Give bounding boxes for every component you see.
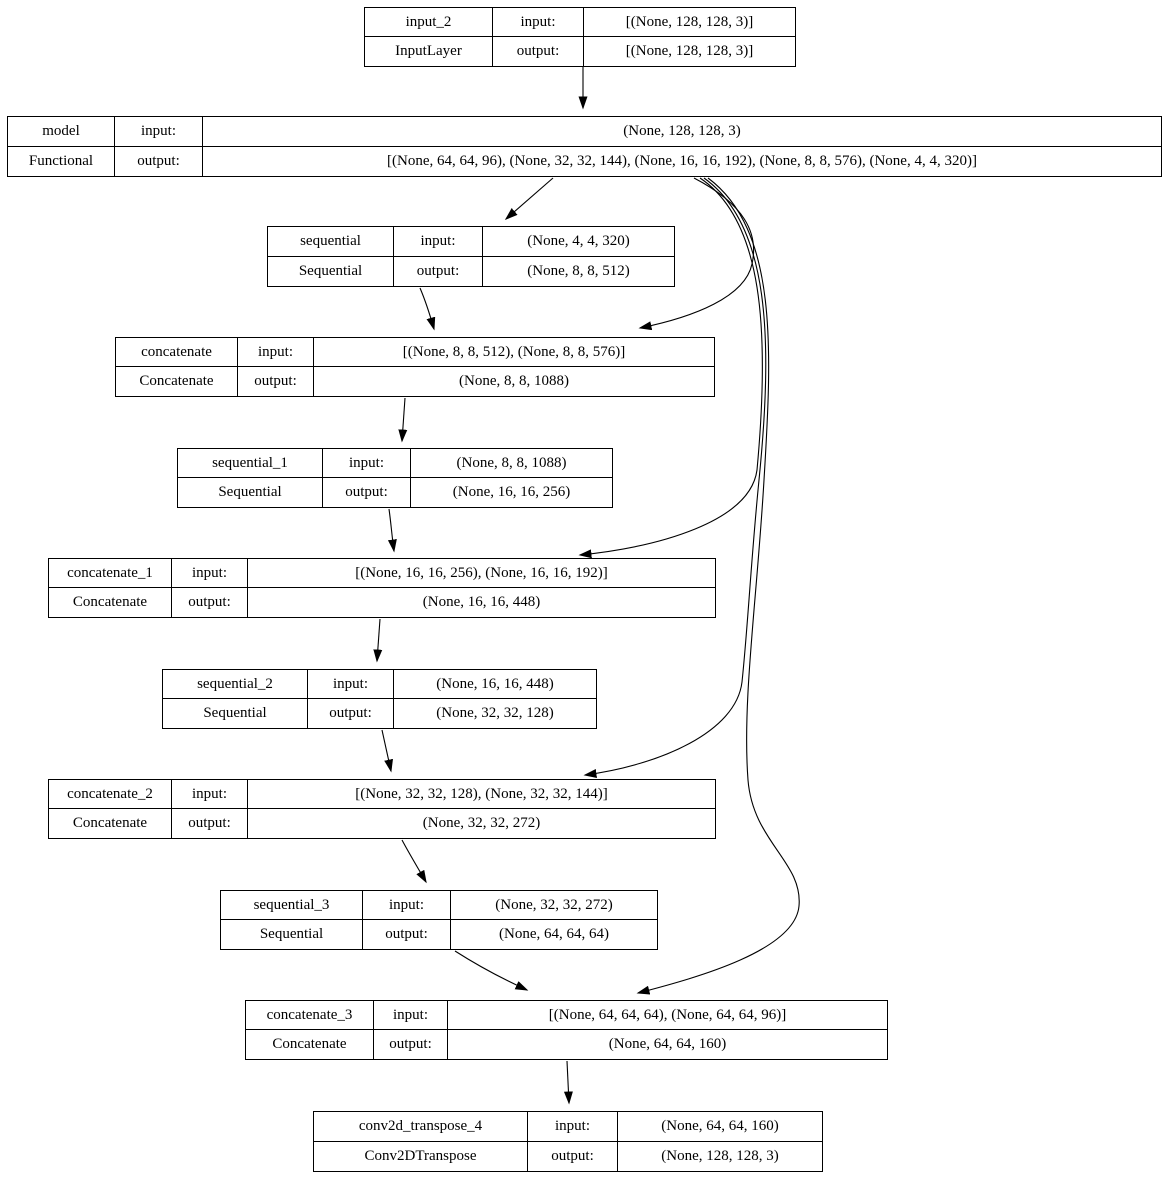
- layer-type: Sequential: [163, 699, 308, 728]
- output-label: output:: [363, 920, 451, 949]
- edge-sequential3-concatenate3: [454, 950, 529, 991]
- input-shape: (None, 8, 8, 1088): [411, 449, 612, 478]
- input-label: input:: [308, 670, 394, 699]
- input-shape: (None, 4, 4, 320): [483, 227, 674, 257]
- node-concatenate: concatenate input: [(None, 8, 8, 512), (…: [115, 337, 715, 397]
- input-shape: [(None, 16, 16, 256), (None, 16, 16, 192…: [248, 559, 715, 588]
- node-input-2: input_2 input: [(None, 128, 128, 3)] Inp…: [364, 7, 796, 67]
- output-shape: (None, 32, 32, 272): [422, 815, 541, 831]
- layer-type: Concatenate: [116, 367, 238, 396]
- output-label: output:: [238, 367, 314, 396]
- input-shape: (None, 16, 16, 448): [394, 670, 596, 699]
- node-concatenate-2: concatenate_2 input: [(None, 32, 32, 128…: [48, 779, 716, 839]
- layer-name: conv2d_transpose_4: [314, 1112, 528, 1142]
- node-sequential-1: sequential_1 input: (None, 8, 8, 1088) S…: [177, 448, 613, 508]
- node-concatenate-3: concatenate_3 input: [(None, 64, 64, 64)…: [245, 1000, 888, 1060]
- output-label: output:: [374, 1030, 448, 1059]
- input-label: input:: [172, 559, 248, 588]
- edge-sequential1-concatenate1: [387, 508, 397, 553]
- layer-type: Concatenate: [246, 1030, 374, 1059]
- layer-type: Concatenate: [49, 588, 172, 617]
- layer-type: Sequential: [178, 478, 323, 507]
- layer-name: concatenate_1: [49, 559, 172, 588]
- output-shape: (None, 8, 8, 512): [527, 262, 630, 279]
- input-label: input:: [363, 891, 451, 920]
- edge-concatenate3-conv2dtranspose4: [563, 1060, 573, 1105]
- layer-type: Concatenate: [49, 809, 172, 838]
- input-label: input:: [493, 8, 584, 37]
- output-shape: [(None, 128, 128, 3)]: [625, 43, 754, 59]
- input-shape: [(None, 32, 32, 128), (None, 32, 32, 144…: [248, 780, 715, 809]
- output-label: output:: [115, 146, 203, 176]
- output-shape: (None, 32, 32, 128): [436, 705, 554, 721]
- layer-type: Conv2DTranspose: [314, 1141, 528, 1171]
- output-label: output:: [528, 1141, 618, 1171]
- edge-concatenate-sequential1: [398, 397, 408, 443]
- edge-concatenate2-sequential3: [401, 839, 427, 884]
- input-shape: (None, 128, 128, 3): [203, 117, 1161, 147]
- node-sequential-2: sequential_2 input: (None, 16, 16, 448) …: [162, 669, 597, 729]
- output-shape: [(None, 64, 64, 96), (None, 32, 32, 144)…: [387, 152, 977, 169]
- output-shape: (None, 128, 128, 3): [661, 1147, 779, 1164]
- node-conv2d-transpose-4: conv2d_transpose_4 input: (None, 64, 64,…: [313, 1111, 823, 1172]
- output-label: output:: [394, 256, 483, 286]
- input-label: input:: [323, 449, 411, 478]
- layer-name: sequential: [268, 227, 394, 257]
- input-shape: (None, 64, 64, 160): [618, 1112, 822, 1142]
- layer-type: Functional: [8, 146, 115, 176]
- input-shape: (None, 32, 32, 272): [451, 891, 657, 920]
- layer-name: concatenate_3: [246, 1001, 374, 1030]
- output-shape: (None, 16, 16, 256): [452, 484, 571, 500]
- input-label: input:: [528, 1112, 618, 1142]
- output-shape: (None, 16, 16, 448): [422, 594, 541, 610]
- layer-name: input_2: [365, 8, 493, 37]
- input-shape: [(None, 64, 64, 64), (None, 64, 64, 96)]: [448, 1001, 887, 1030]
- input-shape: [(None, 128, 128, 3)]: [584, 8, 795, 37]
- output-label: output:: [493, 37, 584, 66]
- edge-concatenate1-sequential2: [373, 618, 383, 663]
- layer-name: concatenate_2: [49, 780, 172, 809]
- output-label: output:: [172, 588, 248, 617]
- output-shape: (None, 64, 64, 160): [608, 1036, 727, 1052]
- edge-sequential-concatenate: [419, 287, 436, 331]
- input-shape: [(None, 8, 8, 512), (None, 8, 8, 576)]: [314, 338, 714, 367]
- input-label: input:: [172, 780, 248, 809]
- layer-type: Sequential: [221, 920, 363, 949]
- layer-name: sequential_2: [163, 670, 308, 699]
- node-model: model input: (None, 128, 128, 3) Functio…: [7, 116, 1162, 177]
- layer-name: sequential_1: [178, 449, 323, 478]
- edge-sequential2-concatenate2: [381, 729, 393, 773]
- layer-type: InputLayer: [365, 37, 493, 66]
- input-label: input:: [374, 1001, 448, 1030]
- node-concatenate-1: concatenate_1 input: [(None, 16, 16, 256…: [48, 558, 716, 618]
- output-shape: (None, 64, 64, 64): [499, 926, 609, 942]
- edge-model-sequential: [504, 177, 554, 220]
- output-label: output:: [323, 478, 411, 507]
- output-label: output:: [172, 809, 248, 838]
- input-label: input:: [238, 338, 314, 367]
- output-shape: (None, 8, 8, 1088): [459, 373, 569, 389]
- layer-type: Sequential: [268, 256, 394, 286]
- node-sequential-3: sequential_3 input: (None, 32, 32, 272) …: [220, 890, 658, 950]
- layer-name: model: [8, 117, 115, 147]
- layer-name: concatenate: [116, 338, 238, 367]
- layer-name: sequential_3: [221, 891, 363, 920]
- input-label: input:: [394, 227, 483, 257]
- node-sequential: sequential input: (None, 4, 4, 320) Sequ…: [267, 226, 675, 287]
- output-label: output:: [308, 699, 394, 728]
- input-label: input:: [115, 117, 203, 147]
